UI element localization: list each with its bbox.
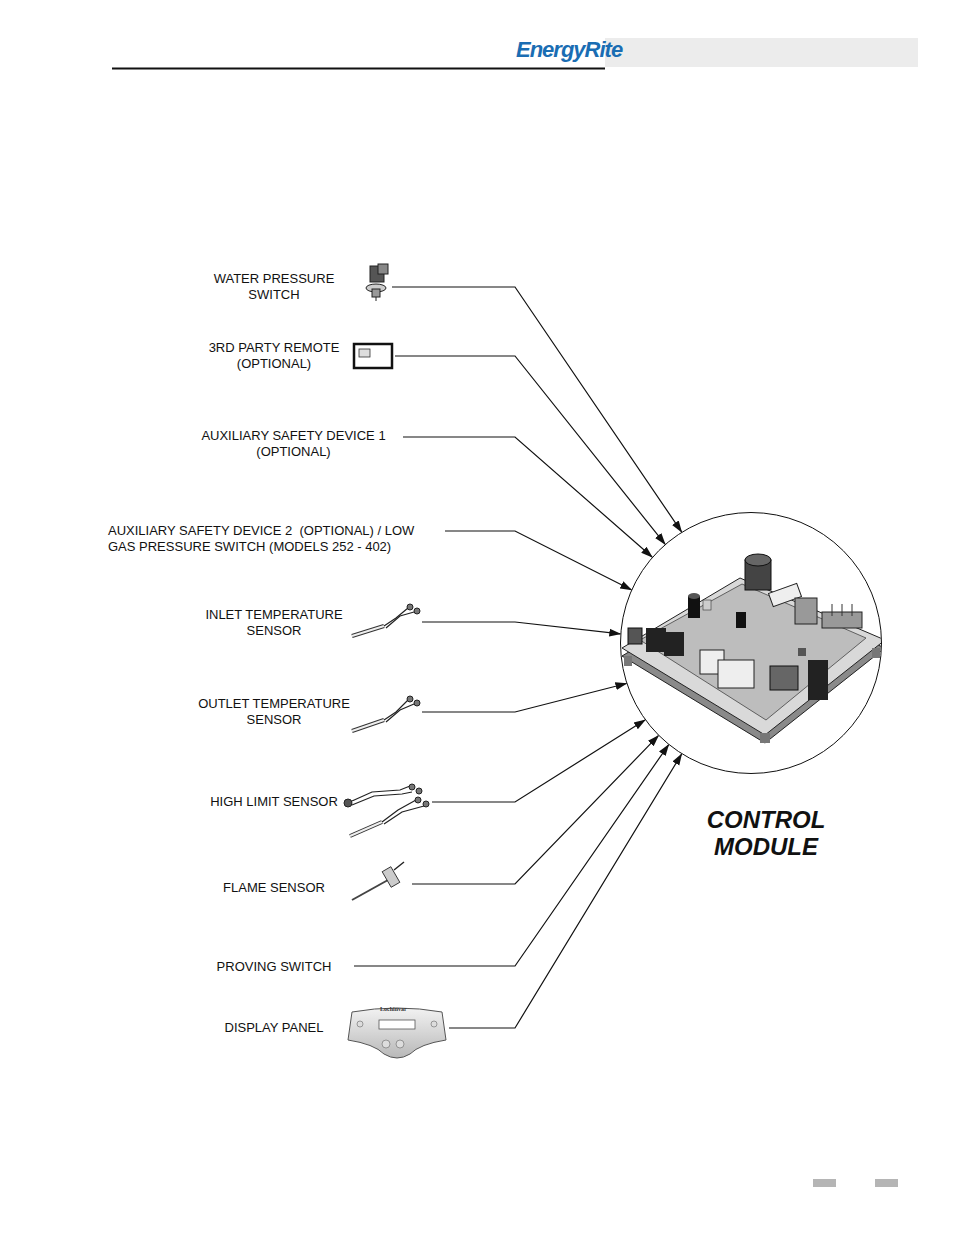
leader-arrow: [354, 745, 669, 966]
leader-arrow: [449, 754, 682, 1028]
inlet-sensor-icon: [352, 604, 420, 636]
component-label: PROVING SWITCH: [209, 955, 352, 979]
component-name: AUXILIARY SAFETY DEVICE 1 (OPTIONAL): [186, 428, 401, 460]
component-name: OUTLET TEMPERATURE SENSOR: [194, 696, 354, 728]
component-label: HIGH LIMIT SENSOR: [199, 790, 430, 814]
brand-logo: EnergyRite: [516, 37, 622, 63]
leader-arrow: [403, 437, 652, 557]
leader-arrow: [422, 683, 626, 712]
control-module-circle: CONTROL MODULE: [620, 512, 882, 774]
component-name: 3RD PARTY REMOTE (OPTIONAL): [199, 340, 349, 372]
page-mark: [813, 1179, 836, 1187]
component-name: AUXILIARY SAFETY DEVICE 2 (OPTIONAL) / L…: [108, 523, 443, 555]
header-rule: [112, 68, 605, 70]
component-name: INLET TEMPERATURE SENSOR: [194, 607, 354, 639]
component-name: WATER PRESSURE SWITCH: [199, 271, 349, 303]
leader-arrow: [392, 287, 682, 532]
component-label: AUXILIARY SAFETY DEVICE 1 (OPTIONAL): [186, 428, 401, 460]
component-label: WATER PRESSURE SWITCH: [199, 267, 390, 307]
component-label: OUTLET TEMPERATURE SENSOR: [194, 694, 420, 730]
flame-sensor-icon: [352, 862, 404, 900]
display-panel-icon: [348, 1008, 446, 1058]
control-board: [622, 554, 885, 743]
component-name: PROVING SWITCH: [209, 959, 339, 975]
module-title: CONTROL MODULE: [696, 806, 836, 860]
brand-mark: Lochinvar: [380, 1006, 407, 1012]
component-name: FLAME SENSOR: [214, 880, 334, 896]
component-label: FLAME SENSOR: [214, 876, 410, 900]
water-pressure-switch-icon: [366, 264, 388, 301]
leader-arrow: [432, 720, 645, 802]
header-bar: [515, 38, 918, 67]
component-label: 3RD PARTY REMOTE (OPTIONAL): [199, 336, 393, 376]
component-name: DISPLAY PANEL: [214, 1020, 334, 1036]
component-label: AUXILIARY SAFETY DEVICE 2 (OPTIONAL) / L…: [108, 523, 443, 555]
leader-arrow: [422, 622, 620, 634]
page-mark: [875, 1179, 898, 1187]
leader-arrow: [445, 531, 631, 590]
remote-icon: [354, 344, 392, 368]
leader-arrow: [412, 736, 658, 884]
component-label: INLET TEMPERATURE SENSOR: [194, 605, 420, 641]
outlet-sensor-icon: [352, 696, 420, 731]
high-limit-sensor-icon: [344, 784, 429, 836]
component-label: DISPLAY PANEL: [214, 1016, 447, 1040]
component-name: HIGH LIMIT SENSOR: [199, 794, 349, 810]
